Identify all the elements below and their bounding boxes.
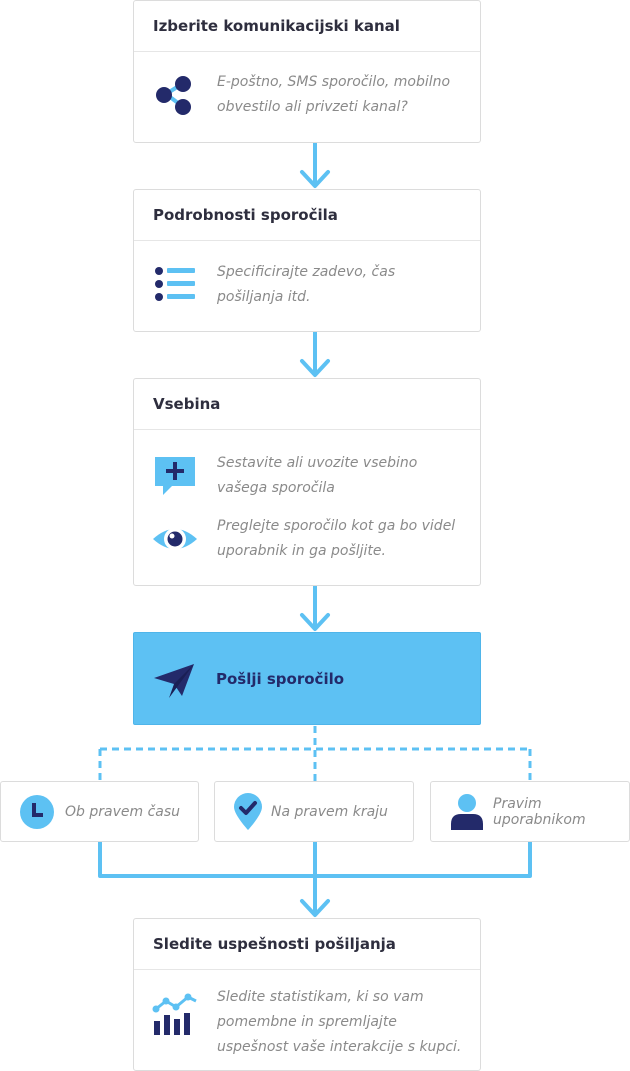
step-channel-desc-line1: E-poštno, SMS sporočilo, mobilno — [217, 74, 451, 90]
target-user-label-line1: Pravim — [493, 795, 542, 812]
step-channel-card: Izberite komunikacijski kanal E-poštno, … — [133, 0, 481, 143]
step-channel-title: Izberite komunikacijski kanal — [134, 1, 480, 52]
step-content-compose-line2: vašega sporočila — [217, 480, 335, 496]
clock-icon — [20, 794, 54, 829]
step-details-desc-line2: pošiljanja itd. — [217, 289, 311, 305]
target-user-box: Pravim uporabnikom — [430, 781, 630, 842]
step-details-desc-line1: Specificirajte zadevo, čas — [217, 264, 396, 280]
send-message-box: Pošlji sporočilo — [133, 632, 481, 725]
step-content-card: Vsebina Sestavite ali uvozite vsebino va… — [133, 378, 481, 586]
target-place-label: Na pravem kraju — [271, 803, 388, 820]
step-content-compose-line1: Sestavite ali uvozite vsebino — [217, 455, 418, 471]
step-tracking-desc-line1: Sledite statistikam, ki so vam — [217, 989, 424, 1005]
list-icon — [152, 262, 198, 308]
step-tracking-desc-line3: uspešnost vaše interakcije s kupci. — [217, 1039, 462, 1055]
step-details-card: Podrobnosti sporočila Specificirajte zad… — [133, 189, 481, 332]
send-message-label: Pošlji sporočilo — [216, 669, 345, 688]
target-time-label: Ob pravem času — [65, 803, 181, 820]
step-details-title: Podrobnosti sporočila — [134, 190, 480, 241]
step-channel-desc-line2: obvestilo ali privzeti kanal? — [217, 99, 408, 115]
step-tracking-desc-line2: pomembne in spremljajte — [217, 1014, 397, 1030]
chart-icon — [152, 991, 198, 1037]
eye-icon — [152, 516, 198, 562]
target-place-box: Na pravem kraju — [214, 781, 414, 842]
paper-plane-icon — [152, 656, 198, 702]
target-time-box: Ob pravem času — [0, 781, 199, 842]
user-icon — [450, 793, 484, 831]
add-comment-icon — [152, 453, 198, 499]
share-icon — [152, 72, 198, 118]
target-user-label-line2: uporabnikom — [493, 811, 586, 828]
step-tracking-title: Sledite uspešnosti pošiljanja — [134, 919, 480, 970]
step-content-preview-line1: Preglejte sporočilo kot ga bo videl — [217, 518, 456, 534]
step-content-preview-line2: uporabnik in ga pošljite. — [217, 543, 386, 559]
step-tracking-card: Sledite uspešnosti pošiljanja Sledite st… — [133, 918, 481, 1071]
step-content-title: Vsebina — [134, 379, 480, 430]
location-check-icon — [233, 792, 263, 831]
